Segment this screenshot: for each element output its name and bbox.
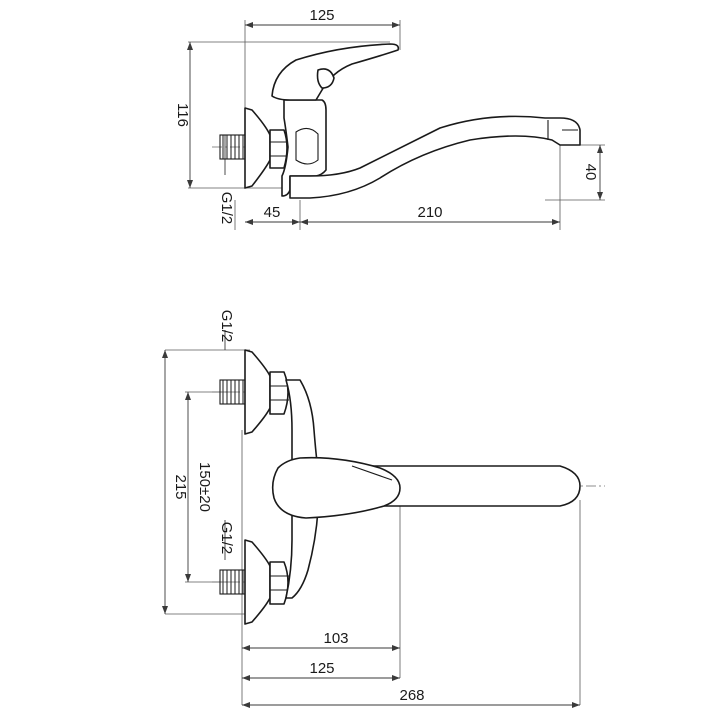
dim-top-thread: G1/2 [218, 192, 235, 225]
top-view: 125 116 G1/2 45 210 40 [174, 7, 605, 230]
top-view-lever-handle [271, 43, 400, 101]
dim-front-spacing: 150±20 [196, 462, 213, 512]
front-view: G1/2 G1/2 150±20 215 103 125 268 [162, 310, 605, 708]
front-view-lower-nut [269, 561, 289, 605]
front-view-lower-flange [244, 539, 271, 625]
dim-top-height-40: 40 [582, 164, 599, 181]
top-view-aerator [547, 120, 578, 140]
top-view-swivel-spout [289, 115, 581, 199]
top-view-wall-flange [244, 107, 271, 189]
dim-front-thread-bottom: G1/2 [218, 522, 235, 555]
dim-front-thread-top: G1/2 [218, 310, 235, 343]
top-view-dimension-lines [187, 22, 603, 225]
front-view-upper-flange [244, 349, 271, 435]
top-view-extension-lines [188, 20, 605, 230]
dim-front-depth-103: 103 [323, 630, 348, 647]
top-view-body-detail [295, 127, 319, 165]
top-view-hex-nut [269, 129, 288, 169]
front-view-lever-handle [271, 456, 401, 519]
front-view-handle-detail [351, 465, 393, 481]
top-view-threaded-inlet [219, 134, 246, 160]
dim-top-offset-45: 45 [264, 204, 281, 221]
dim-front-depth-125: 125 [309, 660, 334, 677]
dim-front-total-268: 268 [399, 687, 424, 704]
dim-front-height-215: 215 [172, 474, 189, 499]
dim-top-reach-210: 210 [417, 204, 442, 221]
front-view-dimension-lines [162, 330, 580, 708]
dim-top-height-116: 116 [174, 103, 191, 127]
top-view-mixer-body [281, 99, 327, 197]
top-view-lever-hinge [316, 68, 335, 89]
front-view-upper-nut [269, 371, 289, 415]
dim-top-width-125: 125 [309, 7, 334, 24]
